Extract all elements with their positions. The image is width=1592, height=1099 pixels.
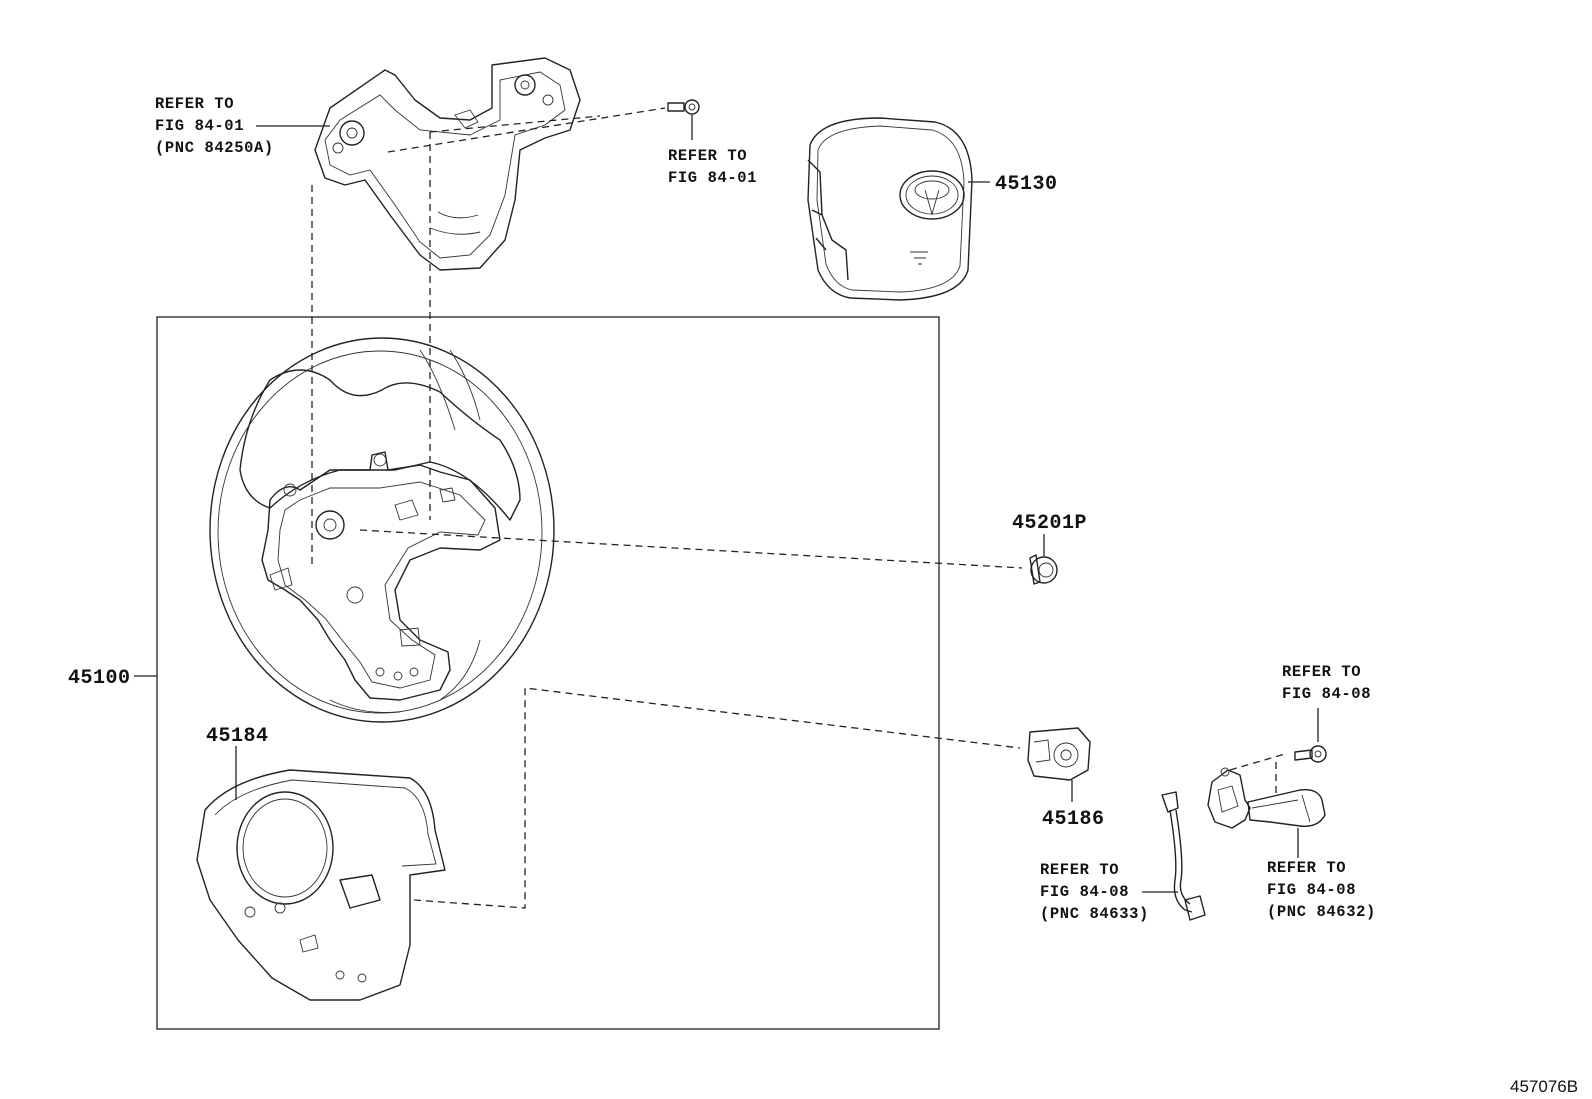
ref-switch-right-line1: REFER TO xyxy=(1267,859,1346,877)
ref-screw-top-line2: FIG 84-01 xyxy=(668,169,757,187)
ref-harness-line3: (PNC 84633) xyxy=(1040,905,1149,923)
ref-screw-top-line1: REFER TO xyxy=(668,147,747,165)
screw-right xyxy=(1294,745,1327,763)
part-number-45184: 45184 xyxy=(206,725,269,748)
wiper-switch-lever xyxy=(1247,789,1326,827)
wire-harness xyxy=(1161,791,1206,921)
switch-bracket xyxy=(1207,767,1251,829)
ref-screw-right-line2: FIG 84-08 xyxy=(1282,685,1371,703)
nut xyxy=(1029,554,1058,585)
part-number-45100: 45100 xyxy=(68,667,131,690)
part-number-45201p: 45201P xyxy=(1012,512,1087,535)
ref-switch-right-line3: (PNC 84632) xyxy=(1267,903,1376,921)
airbag-pad xyxy=(807,117,973,301)
ref-switch-left-line1: REFER TO xyxy=(155,95,234,113)
ref-switch-left-line3: (PNC 84250A) xyxy=(155,139,274,157)
lower-cover xyxy=(196,769,446,1001)
steering-wheel xyxy=(209,337,555,723)
assembly-box xyxy=(156,316,940,1030)
diagram-code: 457076B xyxy=(1510,1077,1578,1096)
screw-top xyxy=(667,99,700,115)
steering-switch-bezel xyxy=(314,57,581,271)
ref-screw-right-line1: REFER TO xyxy=(1282,663,1361,681)
ref-switch-right-line2: FIG 84-08 xyxy=(1267,881,1356,899)
ref-harness-line2: FIG 84-08 xyxy=(1040,883,1129,901)
spiral-cable xyxy=(1027,727,1091,781)
ref-switch-left-line2: FIG 84-01 xyxy=(155,117,244,135)
ref-harness-line1: REFER TO xyxy=(1040,861,1119,879)
part-number-45186: 45186 xyxy=(1042,808,1105,831)
part-number-45130: 45130 xyxy=(995,173,1058,196)
